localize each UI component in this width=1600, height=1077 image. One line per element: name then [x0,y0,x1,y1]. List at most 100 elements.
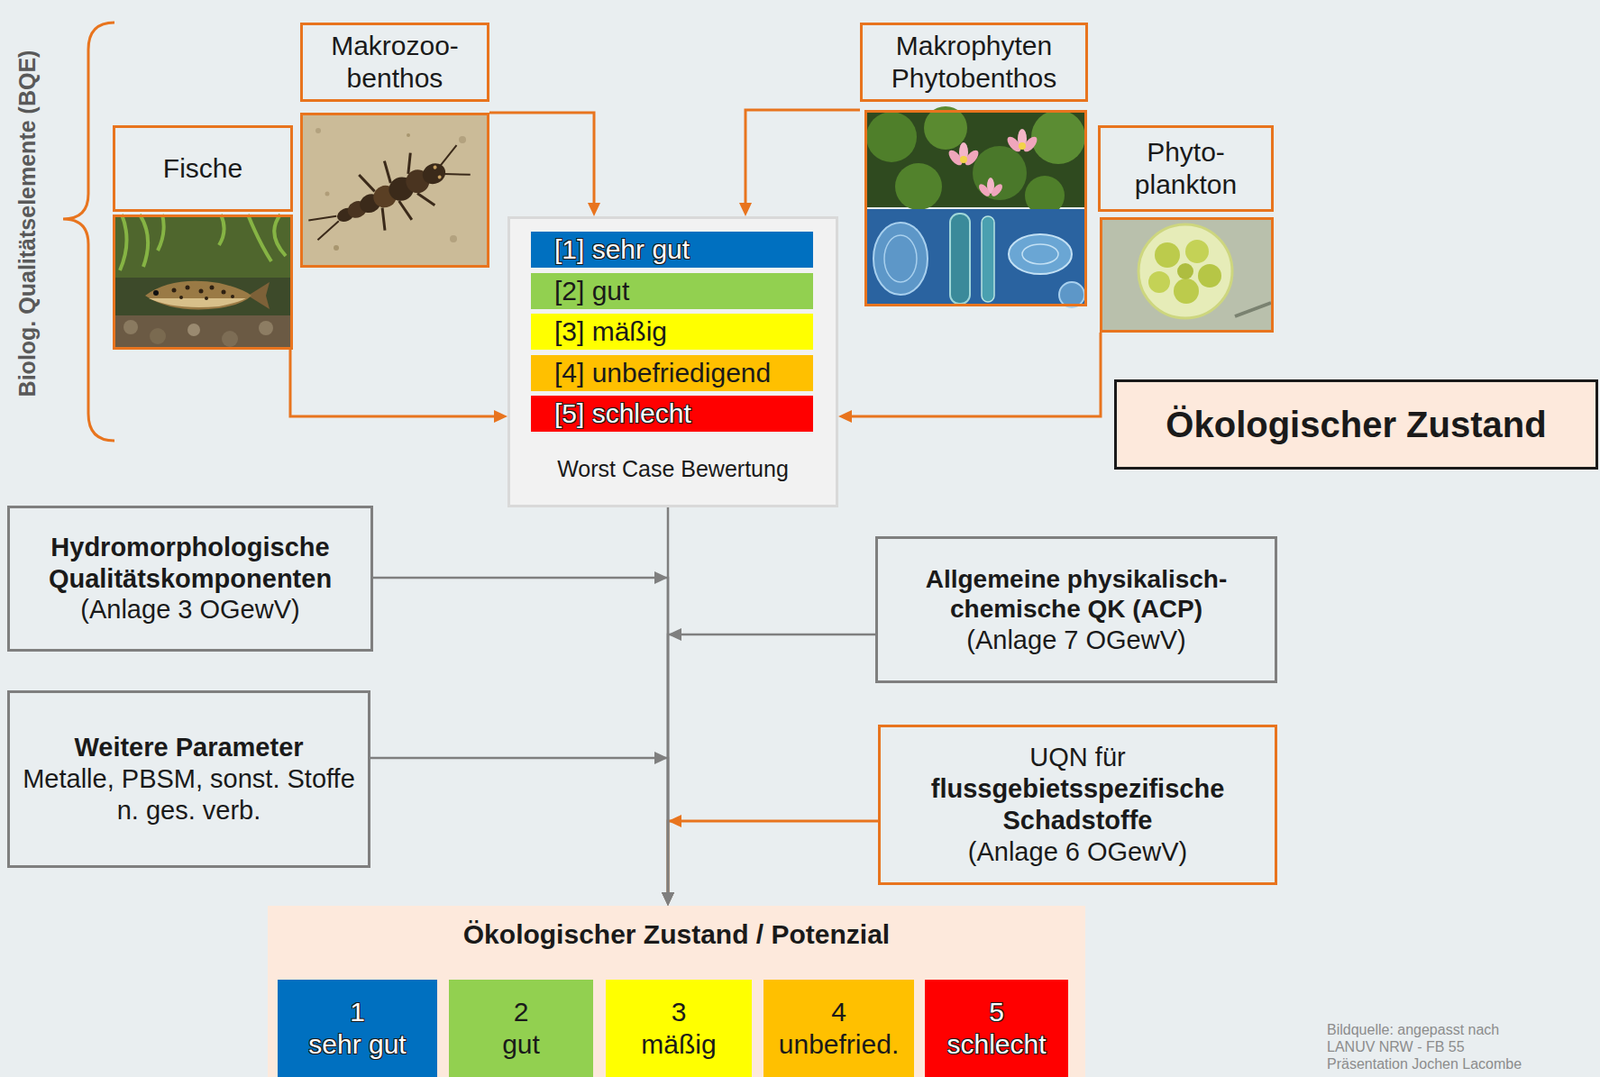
arrow-head [838,410,852,423]
connector-line [667,634,876,896]
plant-photo [864,209,1088,308]
result-text: sehr gut [281,1028,434,1061]
fish-photo [112,214,293,278]
connector-arrow [661,628,876,906]
plant-photo [1008,234,1072,275]
fish-photo [145,281,270,311]
arrow-head [667,814,682,828]
rating-text: [3] mäßig [554,315,808,348]
result-number: 4 [767,996,911,1029]
component-box: UQN fürflussgebietsspezifische Schadstof… [877,724,1278,886]
arrow-head [661,892,675,906]
connector-arrow [838,332,1101,423]
node-label: Phyto- plankton [1106,136,1266,202]
component-title: flussgebietsspezifische Schadstoffe [889,773,1266,837]
plankton-photo [1148,271,1171,293]
plant-photo [866,111,1087,306]
connector-line [373,577,668,896]
plant-photo [884,235,917,283]
bqe-group: Makrophyten Phytobenthos [859,22,1088,307]
plant-photo [950,213,970,304]
rating-text: [4] unbefriedigend [554,356,808,390]
result-text: schlecht [928,1028,1065,1061]
fish-photo [114,216,293,349]
rating-band: [2] gut [530,273,814,310]
plant-photo [1018,142,1026,150]
plant-photo [1005,128,1041,155]
component-title: Hydromorphologische Qualitätskomponenten [18,531,362,595]
plankton-photo [1154,242,1180,268]
arrow-head [661,892,675,906]
fish-photo [149,328,166,345]
larva-photo [333,245,339,251]
plant-photo [977,177,1005,199]
connector-arrow [661,507,675,906]
arrow-head [661,892,675,906]
result-text: gut [452,1028,590,1061]
connector-line [667,507,670,896]
result-number: 1 [281,996,434,1029]
larva-photo [299,130,477,260]
fish-photo [210,285,215,291]
plankton-photo [1177,263,1194,280]
bqe-group: Phyto- plankton [1097,125,1274,333]
fish-photo [148,298,247,308]
larva-photo [300,112,490,268]
plant-photo [864,106,1088,308]
status-title-box: Ökologischer Zustand [1114,379,1599,470]
result-text: unbefried. [767,1028,911,1061]
rating-band: [5] schlecht [530,395,814,432]
plankton-photo [1101,219,1273,332]
result-box: 2gut [448,979,594,1077]
status-title: Ökologischer Zustand [1125,402,1587,447]
arrow-head [493,410,508,423]
arrow-head [739,202,752,217]
group-bracket [63,22,115,441]
plant-photo [946,142,982,168]
plant-photo [1059,282,1085,308]
plankton-photo [1173,278,1199,304]
node-label: Makrophyten Phytobenthos [868,29,1080,95]
fish-photo [119,214,286,271]
plant-photo [864,209,1088,307]
rating-band: [1] sehr gut [530,231,814,268]
rating-box: Worst Case Bewertung [1] sehr gut [2] gut [… [507,216,839,508]
arrow-head [661,892,675,906]
bqe-group: Fische [112,125,293,350]
connector-line [370,758,668,896]
component-box: Weitere ParameterMetalle, PBSM, sonst. S… [7,690,371,869]
node-label: Makrozoo- benthos [308,29,482,95]
label-box: Makrophyten Phytobenthos [859,22,1088,102]
result-box: 1sehr gut [277,979,438,1077]
source-note: Bildquelle: angepasst nach LANUV NRW - F… [1326,1021,1536,1074]
rating-note: Worst Case Bewertung [510,455,836,483]
component-ref: (Anlage 6 OGewV) [889,836,1266,869]
fish-photo [153,290,159,296]
label-box: Phyto- plankton [1097,125,1274,212]
result-panel: Ökologischer Zustand / Potenzial 1sehr gu… [267,905,1086,1077]
fish-photo [187,323,201,337]
larva-photo [432,164,438,170]
larva-photo [308,209,342,240]
plant-photo [1017,128,1027,149]
rating-text: [2] gut [554,274,808,308]
fish-photo [112,214,293,350]
larva-photo [301,114,489,267]
result-title: Ökologischer Zustand / Potenzial [267,918,1086,951]
fish-photo [123,320,138,335]
rating-band: [4] unbefriedigend [530,355,814,392]
fish-photo [221,290,227,295]
fish-photo [145,281,252,311]
larva-photo [315,128,321,134]
larva-photo [357,149,437,232]
rating-text: [1] sehr gut [554,233,808,266]
fish-photo [185,285,191,291]
rating-band: [3] mäßig [530,313,814,350]
plankton-photo [1099,217,1274,333]
bqe-group: Makrozoo- benthos [300,22,490,268]
fish-photo [204,296,209,301]
fish-photo [221,330,238,348]
plankton-photo [1138,224,1233,319]
plant-photo [960,155,968,164]
